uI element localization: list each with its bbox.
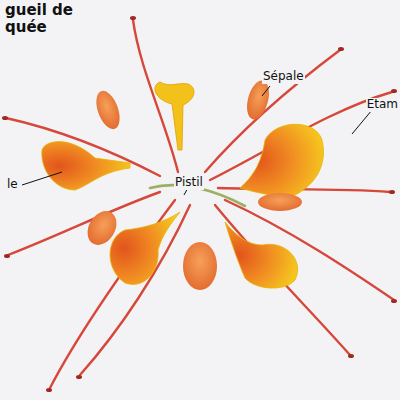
sepals <box>82 78 302 290</box>
part-label: le <box>6 178 19 192</box>
part-label: Sépale <box>262 70 305 84</box>
part-label: Etam <box>366 98 399 112</box>
standard-petal <box>155 82 194 150</box>
petals <box>42 124 324 288</box>
diagram-title: gueil de quée <box>4 2 84 37</box>
stamens <box>6 20 394 388</box>
leader-lines <box>22 86 372 195</box>
anthers <box>2 16 397 392</box>
part-label: Pistil <box>174 176 204 190</box>
